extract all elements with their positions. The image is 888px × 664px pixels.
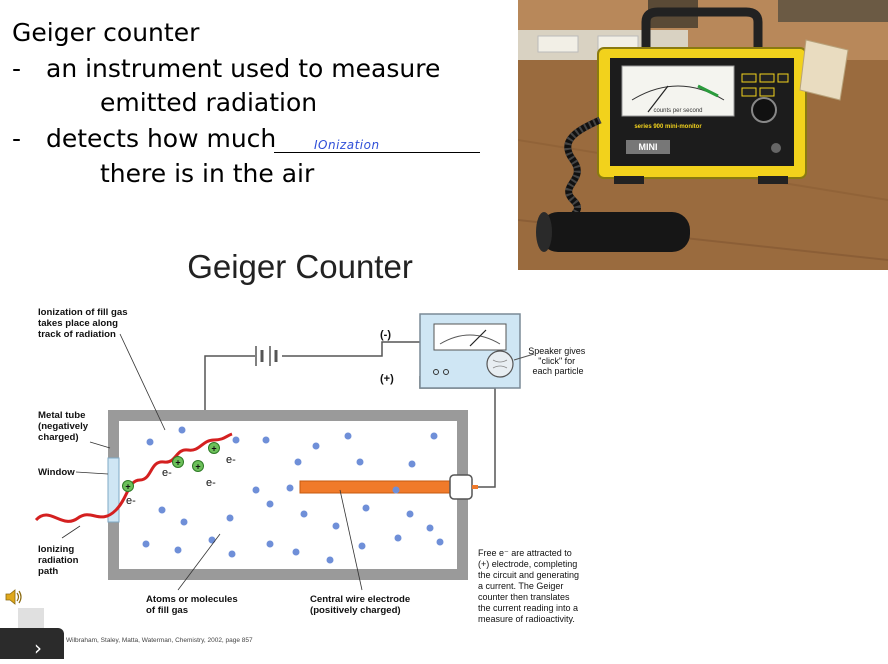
bullet-1-text: an instrument used to measure <box>46 54 441 83</box>
svg-text:+: + <box>195 462 200 472</box>
svg-text:+: + <box>211 444 216 454</box>
label-metal-tube: Metal tube (negatively charged) <box>38 410 91 443</box>
bullet-1-text-cont: emitted radiation <box>100 88 318 117</box>
fill-gas-particles <box>142 426 444 564</box>
electron-label: e- <box>126 495 136 507</box>
label-atoms-or-molecules: Atoms or molecules of fill gas <box>146 594 240 616</box>
svg-text:+: + <box>125 482 130 492</box>
model-label: series 900 mini-monitor <box>634 124 702 130</box>
brand-label: MINI <box>639 142 658 152</box>
handwritten-answer: IOnization <box>314 138 380 152</box>
label-speaker: Speaker gives "click" for each particle <box>528 346 588 376</box>
label-ionizing-radiation-path: Ionizing radiation path <box>38 544 81 577</box>
window <box>107 457 120 523</box>
electron-label: e- <box>162 467 172 479</box>
bullet-1-dash: - <box>12 54 22 83</box>
geiger-counter-diagram: + + + + e- e- e- e- <box>0 290 610 659</box>
label-minus-terminal: (-) <box>380 329 391 341</box>
electron-label: e- <box>226 454 236 466</box>
source-credit: Wilbraham, Staley, Matta, Waterman, Chem… <box>66 637 253 644</box>
svg-text:+: + <box>175 458 180 468</box>
label-plus-terminal: (+) <box>380 373 394 385</box>
next-slide-icon[interactable]: › <box>34 636 42 660</box>
tube-interior <box>119 421 457 569</box>
battery <box>250 346 288 366</box>
bullet-2-text-cont: there is in the air <box>100 159 315 188</box>
meter-box <box>419 313 521 389</box>
audio-speaker-icon[interactable] <box>4 588 24 611</box>
meter-caption: counts per second <box>653 108 702 114</box>
notes-heading: Geiger counter <box>12 18 200 47</box>
label-ionization-of-fill-gas: Ionization of fill gas takes place along… <box>38 307 130 340</box>
geiger-counter-photo: counts per second series 900 mini-monito… <box>518 0 888 270</box>
radiation-path <box>34 432 233 523</box>
bullet-2-text: detects how much <box>46 124 277 153</box>
label-free-electrons: Free e⁻ are attracted to (+) electrode, … <box>478 548 582 624</box>
central-wire-electrode <box>299 480 451 494</box>
electrode-connector <box>449 474 473 500</box>
electron-label: e- <box>206 477 216 489</box>
diagram-svg: + + + + e- e- e- e- <box>34 307 588 624</box>
positive-ions: + + + + <box>122 442 220 492</box>
diagram-title: Geiger Counter <box>187 248 413 285</box>
label-window: Window <box>38 467 75 478</box>
slide-nav-bar <box>0 628 64 659</box>
fill-in-blank <box>274 152 480 153</box>
speaker-circle <box>486 350 514 378</box>
label-central-wire-electrode: Central wire electrode (positively charg… <box>310 594 413 616</box>
photo-illustration: counts per second series 900 mini-monito… <box>518 0 888 270</box>
slide-nav-back-area[interactable] <box>18 608 44 630</box>
bullet-2-dash: - <box>12 124 22 153</box>
